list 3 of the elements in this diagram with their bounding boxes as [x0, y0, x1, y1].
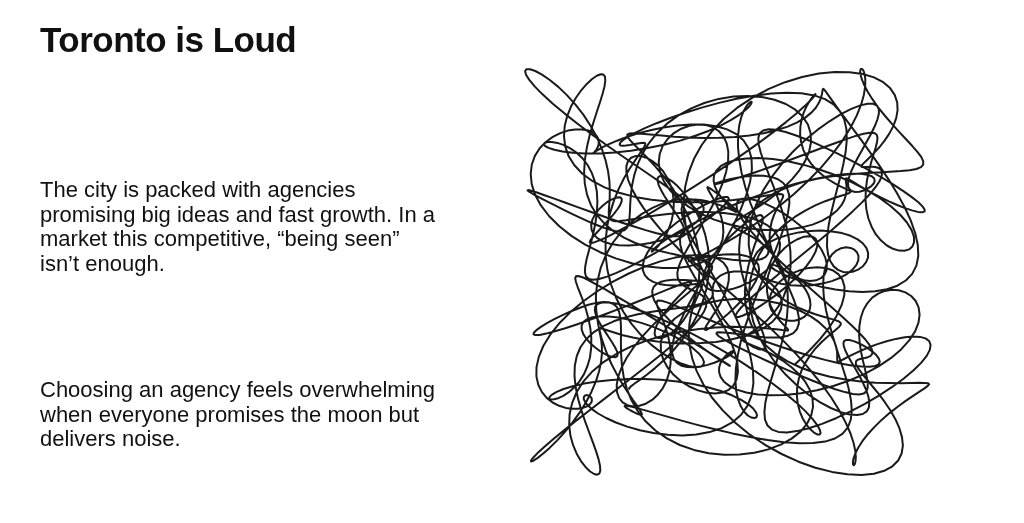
- title: Toronto is Loud: [40, 20, 297, 60]
- paragraph: The city is packed with agencies promising big ideas and fast growth. In a market this competitive, “being seen” isn’t enough.: [40, 178, 435, 276]
- paragraph: Choosing an agency feels overwhelming when everyone promises the moon but delivers noise.: [40, 378, 435, 452]
